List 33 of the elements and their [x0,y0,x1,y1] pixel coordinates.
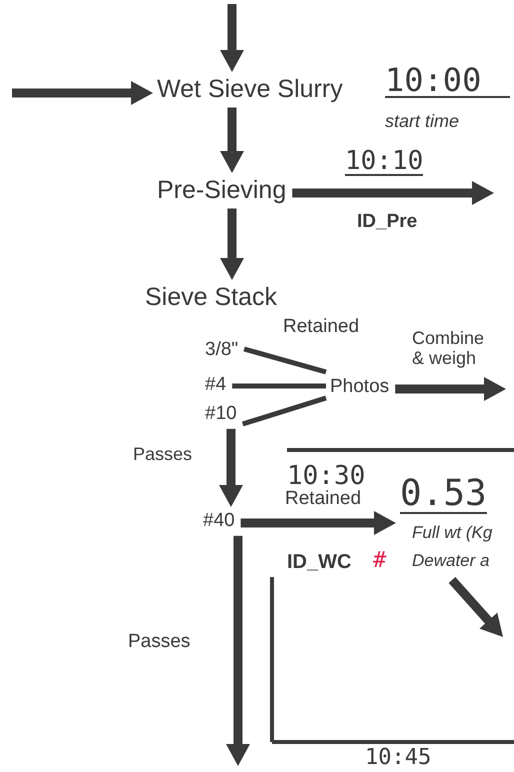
step-label: Sieve Stack [145,284,278,312]
arrow [12,81,153,105]
arrow [220,4,244,72]
edge-label: 10:10 [345,148,424,176]
sieve-size-label: 3/8" [205,340,238,361]
arrow [448,577,503,637]
arrow [226,536,250,766]
arrow [220,108,244,173]
connector-line [242,396,327,426]
step-label: Wet Sieve Slurry [157,76,343,104]
flow-label: Retained [283,317,360,338]
sieve-size-label: #40 [203,511,235,532]
field-caption: Full wt (Kg [412,524,492,543]
sieve-size-label: #10 [205,404,237,425]
weight-value: 0.53 [400,476,487,514]
photos-label: Photos [330,377,390,398]
sample-id: ID_Pre [357,212,418,233]
connector-line [244,346,327,374]
handwritten-mark: # [373,549,386,574]
arrow [395,377,506,401]
field-caption: start time [385,112,460,132]
connector-line [232,384,326,388]
sieve-size-label: #4 [205,375,226,396]
arrow [292,181,494,205]
step-label: Pre-Sieving [157,177,286,204]
arrow [220,208,244,280]
arrow [240,511,396,535]
field-caption: Dewater a [412,552,490,571]
time-value: 10:45 [365,746,432,770]
arrow [219,428,243,507]
time-value: 10:00 [385,64,510,98]
sample-id: ID_WC [287,551,352,573]
time-value: 10:30 [287,462,366,491]
